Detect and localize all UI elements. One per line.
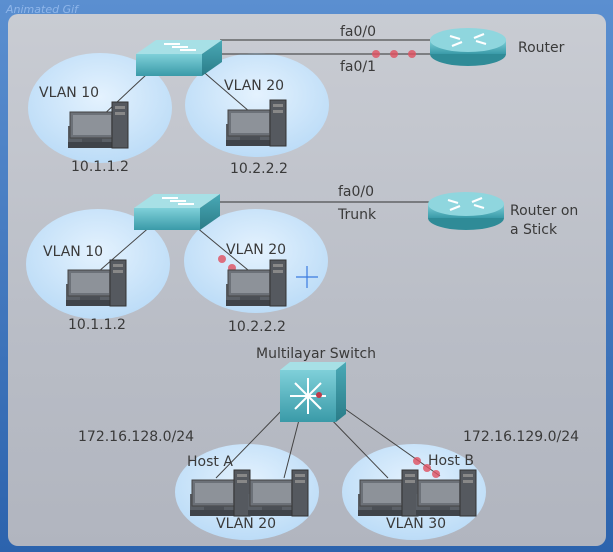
interface-label: fa0/1 bbox=[340, 59, 376, 75]
link bbox=[337, 403, 441, 477]
host-label: Host B bbox=[428, 453, 474, 469]
switch-icon bbox=[135, 39, 223, 77]
vlan-label: VLAN 30 bbox=[386, 516, 446, 532]
router-icon bbox=[428, 26, 508, 68]
ip-label: 10.2.2.2 bbox=[228, 319, 286, 335]
header-label: Animated Gif bbox=[6, 3, 79, 16]
ip-label: 10.1.1.2 bbox=[68, 317, 126, 333]
vlan-label: VLAN 20 bbox=[226, 242, 286, 258]
router-label: Router bbox=[518, 40, 565, 56]
host-label: Host A bbox=[187, 454, 233, 470]
vlan-bubble bbox=[185, 53, 329, 157]
interface-label: fa0/0 bbox=[340, 24, 376, 40]
multilayer-switch-icon bbox=[280, 362, 346, 422]
subnet-label: 172.16.128.0/24 bbox=[78, 429, 194, 445]
ip-label: 10.1.1.2 bbox=[71, 159, 129, 175]
link bbox=[215, 403, 289, 479]
switch-label: Multilayar Switch bbox=[256, 346, 376, 362]
vlan-bubble bbox=[28, 53, 172, 163]
vlan-label: VLAN 20 bbox=[216, 516, 276, 532]
vlan-bubble bbox=[26, 209, 170, 319]
router-icon bbox=[426, 190, 506, 232]
vlan-label: VLAN 10 bbox=[43, 244, 103, 260]
trunk-label: Trunk bbox=[337, 207, 377, 223]
ip-label: 10.2.2.2 bbox=[230, 161, 288, 177]
link-highlight bbox=[372, 50, 416, 58]
link bbox=[325, 413, 389, 479]
link-highlight bbox=[413, 457, 440, 478]
vlan-label: VLAN 20 bbox=[224, 78, 284, 94]
vlan-label: VLAN 10 bbox=[39, 85, 99, 101]
cursor-crosshair-icon bbox=[296, 266, 318, 288]
interface-label: fa0/0 bbox=[338, 184, 374, 200]
router-label: Router on bbox=[510, 203, 578, 219]
link bbox=[283, 415, 301, 479]
router-label: a Stick bbox=[510, 222, 558, 238]
vlan-bubble bbox=[184, 209, 328, 313]
subnet-label: 172.16.129.0/24 bbox=[463, 429, 579, 445]
switch-icon bbox=[133, 193, 221, 231]
